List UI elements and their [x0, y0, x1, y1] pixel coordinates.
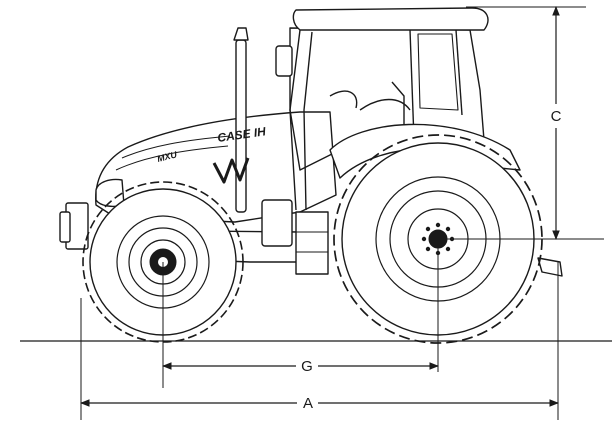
dimension-g-label: G: [301, 358, 313, 375]
model-decal: MXU: [156, 149, 178, 164]
dimension-a-label: A: [303, 395, 313, 412]
dimension-a: A: [80, 395, 559, 412]
dimension-g: G: [162, 358, 439, 375]
dimension-c-label: C: [551, 108, 562, 125]
dimension-c: C: [551, 6, 562, 240]
brand-decal: CASE IH: [216, 124, 266, 145]
